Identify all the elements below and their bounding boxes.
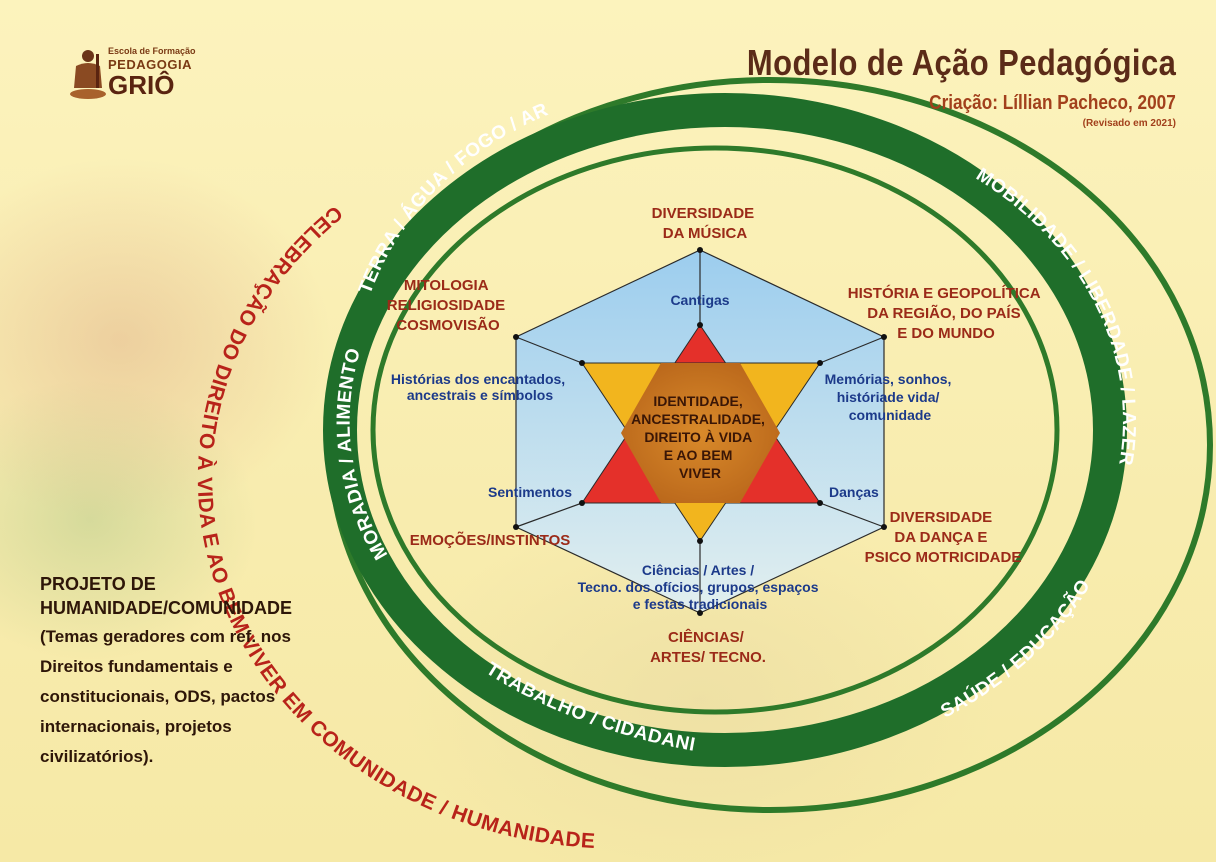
outer-label-bottom: CIÊNCIAS/ ARTES/ TECNO. <box>650 628 766 666</box>
inner-label-top-left: Histórias dos encantados, ancestrais e s… <box>391 371 569 403</box>
logo: Escola de Formação PEDAGOGIA GRIÔ <box>68 44 196 104</box>
logo-line-2: PEDAGOGIA <box>108 57 192 72</box>
revised-note: (Revisado em 2021) <box>1082 118 1176 129</box>
vertex-dot <box>697 538 703 544</box>
inner-label-right: Danças <box>829 484 879 500</box>
logo-line-1: Escola de Formação <box>108 46 196 56</box>
vertex-dot <box>697 322 703 328</box>
vertex-dot <box>579 360 585 366</box>
projeto-body: (Temas geradores com ref. nos Direitos f… <box>40 627 291 766</box>
hexagon-group: IDENTIDADE, ANCESTRALIDADE, DIREITO À VI… <box>387 205 1044 666</box>
vertex-dot <box>817 360 823 366</box>
inner-thin-ring <box>370 145 1060 715</box>
vertex-dot <box>513 524 519 530</box>
outer-label-bottom-right: DIVERSIDADE DA DANÇA E PSICO MOTRICIDADE <box>865 509 1022 566</box>
vertex-dot <box>881 524 887 530</box>
vertex-dot <box>881 334 887 340</box>
outer-label-top-left: MITOLOGIA RELIGIOSIDADE COSMOVISÃO <box>387 277 510 334</box>
vertex-dot <box>817 500 823 506</box>
griot-figure-icon <box>70 50 106 99</box>
inner-label-top: Cantigas <box>670 292 729 308</box>
inner-label-left: Sentimentos <box>488 484 572 500</box>
spoke-bottom-left <box>515 502 583 528</box>
vertex-dot <box>579 500 585 506</box>
outer-label-bottom-left: EMOÇÕES/INSTINTOS <box>410 531 571 549</box>
vertex-dot <box>697 247 703 253</box>
spoke-bottom-right <box>819 502 885 528</box>
inner-label-bottom: Ciências / Artes / Tecno. dos ofícios, g… <box>578 562 823 612</box>
page-subtitle: Criação: Líllian Pacheco, 2007 <box>929 92 1176 114</box>
center-label: IDENTIDADE, ANCESTRALIDADE, DIREITO À VI… <box>631 393 769 481</box>
center-hexagon <box>621 363 780 503</box>
spoke-top-left <box>515 336 583 364</box>
main-green-ring <box>323 93 1127 767</box>
page-title: Modelo de Ação Pedagógica <box>746 42 1176 83</box>
vertex-dot <box>697 610 703 616</box>
projeto-heading-1: PROJETO DE <box>40 574 156 594</box>
outer-label-top: DIVERSIDADE DA MÚSICA <box>652 205 759 242</box>
projeto-heading-2: HUMANIDADE/COMUNIDADE <box>40 598 292 618</box>
outer-label-top-right: HISTÓRIA E GEOPOLÍTICA DA REGIÃO, DO PAÍ… <box>848 284 1044 342</box>
projeto-block: PROJETO DE HUMANIDADE/COMUNIDADE (Temas … <box>40 572 300 772</box>
inner-label-top-right: Memórias, sonhos, históriade vida/ comun… <box>825 371 956 423</box>
vertex-dot <box>513 334 519 340</box>
logo-line-3: GRIÔ <box>108 70 175 100</box>
spoke-top-right <box>819 336 885 364</box>
